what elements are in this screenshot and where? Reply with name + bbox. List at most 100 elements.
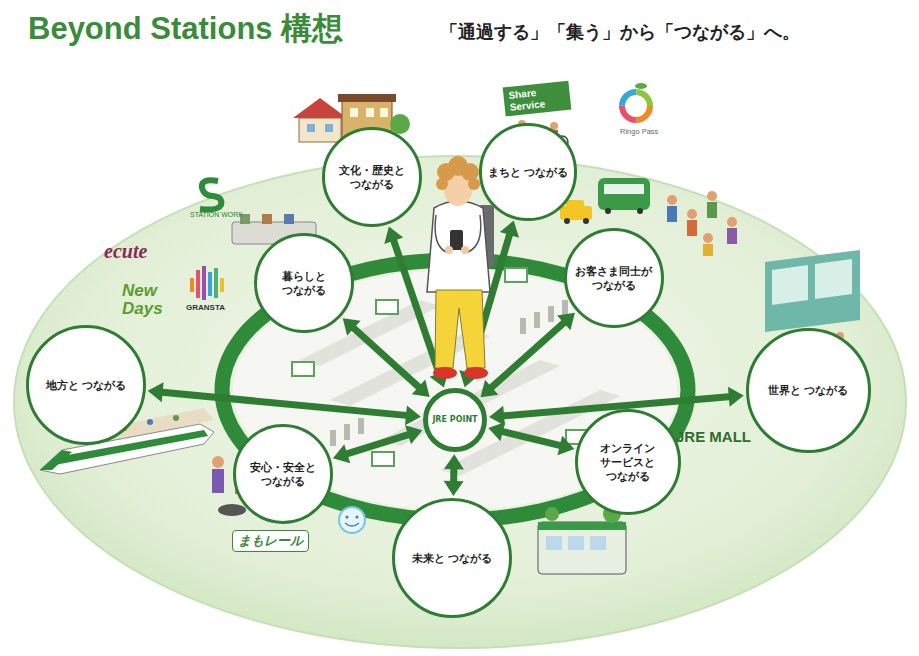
- station-floor-part: [534, 312, 540, 328]
- happy-logo-part: [345, 523, 359, 526]
- gransta-logo-part: [214, 268, 218, 298]
- sign-panels-part: [372, 452, 394, 466]
- future-bus-part: [545, 507, 559, 521]
- sign-panels-part: [376, 300, 398, 314]
- double-arrow: [343, 318, 430, 397]
- family-figures-part: [212, 456, 224, 468]
- station-floor-part: [358, 418, 364, 434]
- person-figure-part: [468, 178, 480, 190]
- buildings-part: [350, 108, 358, 117]
- circle-text: JRE POINT: [432, 415, 477, 426]
- circle-text: 世界と つながる: [767, 383, 849, 397]
- vehicles-part: [560, 206, 592, 220]
- gransta-logo: [190, 266, 224, 300]
- arrow-head: [500, 221, 519, 238]
- happy-logo-part: [339, 507, 365, 533]
- person-figure-part: [464, 367, 488, 379]
- station-floor-part: [548, 306, 554, 322]
- family-figures-part: [218, 504, 246, 516]
- display-screens-part: [815, 259, 852, 299]
- vehicles-part: [566, 200, 584, 207]
- person-figure-part: [435, 215, 446, 252]
- people-cluster-part: [707, 191, 717, 201]
- gransta-logo-part: [208, 272, 212, 296]
- future-bus-part: [538, 522, 626, 574]
- arrow-shaft: [489, 321, 566, 389]
- arrow-head: [444, 481, 464, 496]
- train-and-plaza-part: [173, 415, 179, 421]
- point-badge: JRE POINT: [423, 388, 487, 452]
- station-work-booth-part: [200, 180, 221, 209]
- arrow-head: [333, 444, 350, 463]
- people-cluster: [667, 191, 737, 256]
- person-figure-part: [427, 201, 490, 292]
- arrow-head: [481, 380, 499, 397]
- theme-circle: 地方と つながる: [26, 325, 146, 445]
- vehicles-part: [637, 208, 643, 214]
- happy-logo-part: [345, 515, 348, 518]
- person-figure-part: [445, 246, 453, 254]
- double-arrow: [148, 382, 421, 425]
- gransta-logo-part: [190, 278, 194, 292]
- future-bus-part: [568, 536, 584, 550]
- arrow-head: [488, 422, 505, 441]
- arrow-shaft: [352, 326, 421, 389]
- arrow-head: [412, 380, 430, 397]
- people-cluster-part: [727, 228, 737, 244]
- theme-circle: 暮らしと つながる: [254, 233, 355, 334]
- double-arrow: [481, 313, 575, 397]
- people-cluster-part: [667, 195, 677, 205]
- circle-text: 地方と つながる: [45, 378, 127, 392]
- logo-label: GRANSTA: [186, 303, 225, 312]
- gransta-logo-part: [202, 266, 206, 300]
- buildings-part: [338, 94, 396, 102]
- train-and-plaza-part: [147, 419, 153, 425]
- future-bus-part: [590, 536, 606, 550]
- people-cluster-part: [703, 244, 713, 256]
- person-figure-part: [450, 230, 463, 250]
- brand-logo: New Days: [122, 282, 172, 318]
- double-arrow: [444, 454, 464, 496]
- apple-logo-part: [622, 92, 650, 120]
- station-floor-part: [344, 424, 350, 440]
- people-cluster-part: [707, 202, 717, 218]
- people-cluster-part: [687, 220, 697, 236]
- arrow-head: [343, 318, 361, 335]
- logo-label: STATION WORK: [190, 211, 243, 218]
- happy-logo-part: [355, 515, 358, 518]
- theme-circle: 世界と つながる: [746, 328, 871, 453]
- buildings-part: [325, 124, 333, 132]
- people-cluster-part: [667, 206, 677, 222]
- buildings-part: [366, 108, 374, 117]
- sign-panels-part: [292, 362, 314, 376]
- theme-circle: 文化・歴史と つながる: [322, 127, 423, 228]
- buildings-part: [380, 108, 388, 117]
- theme-circle: 未来と つながる: [392, 498, 512, 618]
- apple-logo: [622, 83, 650, 120]
- person-figure-part: [436, 178, 448, 190]
- circle-text: 安心・安全と つながる: [242, 460, 324, 488]
- people-cluster-part: [687, 209, 697, 219]
- theme-circle: 安心・安全と つながる: [233, 424, 334, 525]
- brand-logo: JRE MALL: [676, 428, 751, 445]
- arrow-head: [384, 227, 403, 244]
- arrow-head: [557, 436, 574, 455]
- brand-logo: ecute: [104, 240, 147, 263]
- vehicles-part: [564, 218, 570, 224]
- buildings-part: [299, 118, 341, 142]
- ground-plate-part: [14, 156, 906, 648]
- apple-logo-part: [622, 92, 650, 120]
- people-cluster-part: [727, 217, 737, 227]
- station-work-booth-part: [284, 214, 294, 224]
- circle-text: 暮らしと つながる: [263, 269, 345, 297]
- arrow-head: [444, 454, 464, 469]
- ground-plate: [14, 156, 906, 648]
- apple-logo-part: [622, 92, 650, 120]
- sign-panels-part: [505, 268, 527, 282]
- double-arrow: [488, 422, 574, 455]
- vehicles-part: [598, 178, 650, 210]
- circle-text: お客さま同士が つながる: [573, 264, 655, 292]
- diagram-title: Beyond Stations 構想: [28, 8, 343, 50]
- person-figure-part: [468, 215, 481, 252]
